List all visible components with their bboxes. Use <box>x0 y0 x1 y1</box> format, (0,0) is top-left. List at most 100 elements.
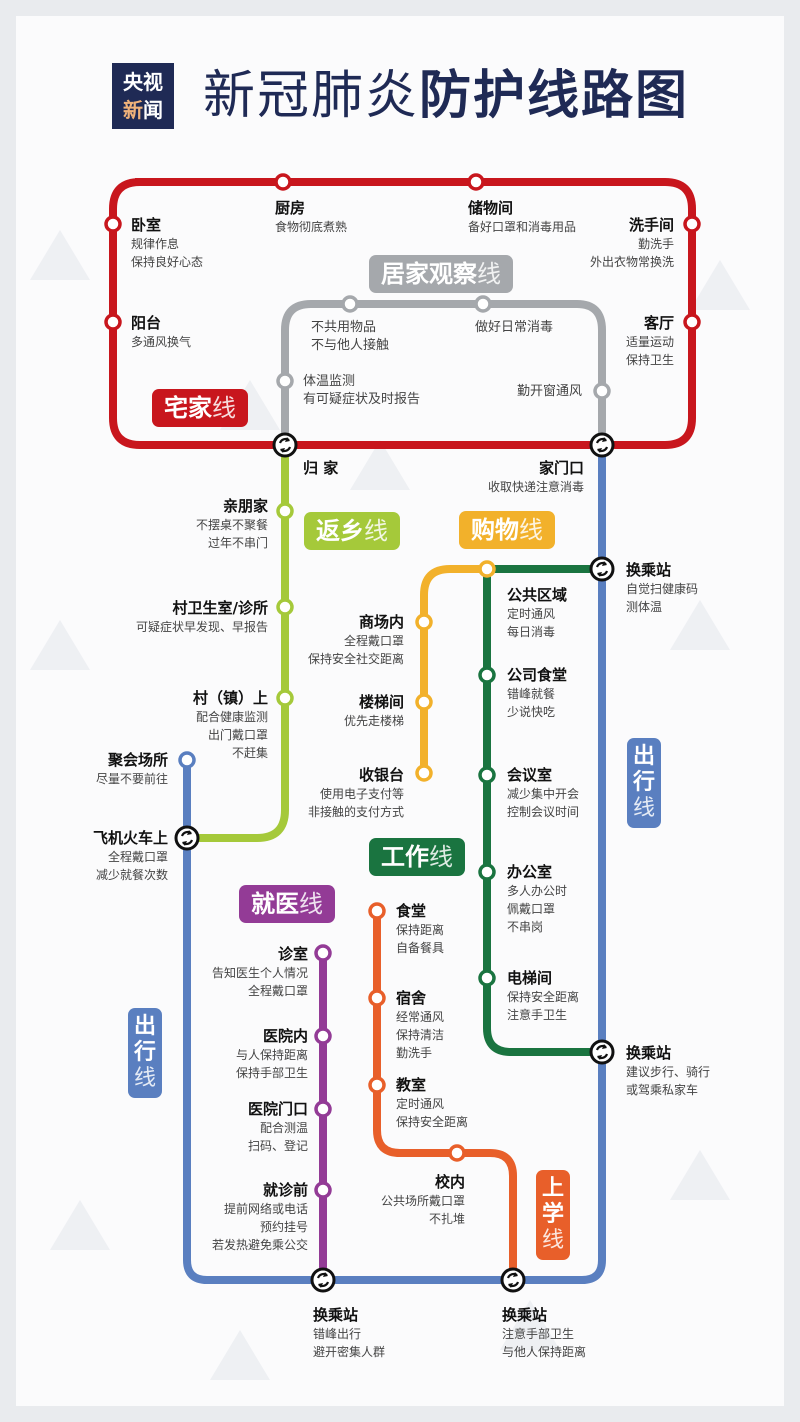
title-bold: 防护线路图 <box>419 66 690 126</box>
station-name: 办公室 <box>507 863 553 881</box>
station-desc: 定时通风 <box>507 607 556 621</box>
station-desc: 配合测温 <box>259 1121 308 1135</box>
return-line-path <box>187 445 289 842</box>
station-desc: 佩戴口罩 <box>507 902 556 916</box>
station-desc: 收取快递注意消毒 <box>487 480 584 494</box>
work-line-path <box>483 565 602 1056</box>
station-desc: 保持距离 <box>396 923 445 937</box>
station-desc: 与他人保持距离 <box>502 1345 587 1359</box>
station-name: 食堂 <box>396 902 427 920</box>
station-hospital-gate: 医院门口配合测温扫码、登记 <box>248 1099 308 1155</box>
station-relatives-home: 亲朋家不摆桌不聚餐过年不串门 <box>196 496 268 552</box>
station-desc: 控制会议时间 <box>507 805 580 819</box>
station-desc: 扫码、登记 <box>247 1139 308 1153</box>
school-line-path <box>373 911 517 1280</box>
badge-suffix: 线 <box>429 843 453 871</box>
station-desc: 多人办公时 <box>507 884 568 898</box>
station-name: 聚会场所 <box>107 751 168 769</box>
cctv-news-logo: 央视 新闻 <box>112 63 174 129</box>
station-name: 客厅 <box>643 314 674 332</box>
station-desc: 不赶集 <box>231 746 268 760</box>
station-desc: 自备餐具 <box>396 941 445 955</box>
station-living-room: 客厅适量运动保持卫生 <box>626 313 674 369</box>
station-desc: 建议步行、骑行 <box>626 1065 711 1079</box>
station-desc: 告知医生个人情况 <box>211 966 308 980</box>
station-transfer-hand-hygiene: 换乘站注意手部卫生与他人保持距离 <box>502 1305 586 1361</box>
station-desc: 错峰出行 <box>313 1327 362 1341</box>
badge-main: 就医 <box>251 890 299 918</box>
station-desc: 少说快吃 <box>507 705 556 719</box>
logo-char-wen: 闻 <box>143 98 163 122</box>
station-desc: 若发热避免乘公交 <box>211 1238 308 1252</box>
transfer-arrows-icon <box>589 556 615 582</box>
station-desc: 保持安全距离 <box>396 1115 469 1129</box>
station-desc: 非接触的支付方式 <box>307 805 404 819</box>
logo-line-2: 新闻 <box>112 96 174 124</box>
station-village-town: 村（镇）上配合健康监测出门戴口罩不赶集 <box>193 688 268 762</box>
station-desc: 可疑症状早发现、早报告 <box>135 620 268 634</box>
station-gathering-places: 聚会场所尽量不要前往 <box>96 750 168 788</box>
station-kitchen: 厨房食物彻底煮熟 <box>275 198 347 236</box>
station-ventilate: 勤开窗通风 <box>517 383 582 401</box>
station-name: 储物间 <box>468 199 514 217</box>
station-desc: 错峰就餐 <box>507 687 556 701</box>
home-line-badge: 宅家线 <box>152 389 248 427</box>
station-dining-hall: 食堂保持距离自备餐具 <box>396 901 444 957</box>
travel-line-badge-right: 出行线 <box>627 738 661 828</box>
station-name: 换乘站 <box>313 1306 359 1324</box>
station-desc: 减少就餐次数 <box>95 868 168 882</box>
station-name: 商场内 <box>358 613 404 631</box>
station-temperature-check: 体温监测有可疑症状及时报告 <box>303 373 420 409</box>
station-desc: 不扎堆 <box>428 1212 465 1226</box>
station-public-area: 公共区域定时通风每日消毒 <box>507 585 567 641</box>
station-desc: 或驾乘私家车 <box>626 1083 699 1097</box>
station-company-canteen: 公司食堂错峰就餐少说快吃 <box>507 665 567 721</box>
station-inside-hospital: 医院内与人保持距离保持手部卫生 <box>236 1026 308 1082</box>
badge-char: 出 <box>632 744 655 769</box>
badge-char: 出 <box>133 1014 156 1039</box>
badge-suffix: 线 <box>299 890 323 918</box>
station-daily-disinfect: 做好日常消毒 <box>475 319 553 337</box>
medical-line-badge: 就医线 <box>239 885 335 923</box>
station-name: 阳台 <box>131 314 162 332</box>
station-desc: 出门戴口罩 <box>207 728 268 742</box>
station-name: 楼梯间 <box>358 693 404 711</box>
station-name: 电梯间 <box>507 969 553 987</box>
station-desc: 全程戴口罩 <box>247 984 308 998</box>
observe-line-badge: 居家观察线 <box>369 255 513 293</box>
station-campus: 校内公共场所戴口罩不扎堆 <box>381 1172 465 1228</box>
shopping-line-path <box>420 565 602 773</box>
badge-suffix: 线 <box>477 260 501 288</box>
badge-main: 宅家 <box>164 394 212 422</box>
station-desc: 保持卫生 <box>625 353 674 367</box>
station-name: 教室 <box>396 1076 427 1094</box>
badge-main: 工作 <box>381 843 429 871</box>
station-name: 医院门口 <box>247 1100 308 1118</box>
observe-line-path <box>281 300 606 445</box>
station-name: 村卫生室/诊所 <box>172 599 268 617</box>
station-before-visit: 就诊前提前网络或电话预约挂号若发热避免乘公交 <box>212 1180 308 1254</box>
station-balcony: 阳台多通风换气 <box>131 313 191 351</box>
station-desc: 保持手部卫生 <box>235 1066 308 1080</box>
station-desc: 每日消毒 <box>507 625 556 639</box>
station-name: 校内 <box>434 1173 465 1191</box>
station-elevator: 电梯间保持安全距离注意手卫生 <box>507 968 579 1024</box>
station-doorway: 家门口收取快递注意消毒 <box>488 458 584 496</box>
transfer-arrows-icon <box>589 432 615 458</box>
station-desc: 注意手卫生 <box>507 1008 568 1022</box>
station-transfer-walk-ride: 换乘站建议步行、骑行或驾乘私家车 <box>626 1043 710 1099</box>
station-name: 村（镇）上 <box>192 689 268 707</box>
badge-char: 上 <box>541 1176 564 1201</box>
station-desc: 全程戴口罩 <box>343 634 404 648</box>
station-desc: 保持良好心态 <box>131 255 204 269</box>
school-line-badge: 上学线 <box>536 1170 570 1260</box>
station-desc: 备好口罩和消毒用品 <box>468 220 577 234</box>
station-desc: 勤洗手 <box>637 237 674 251</box>
poster-background <box>16 16 784 1406</box>
station-name: 诊室 <box>277 945 308 963</box>
station-storage: 储物间备好口罩和消毒用品 <box>468 198 576 236</box>
badge-suffix: 线 <box>364 517 388 545</box>
station-desc: 定时通风 <box>396 1097 445 1111</box>
station-name: 会议室 <box>507 766 553 784</box>
station-name: 洗手间 <box>628 216 674 234</box>
